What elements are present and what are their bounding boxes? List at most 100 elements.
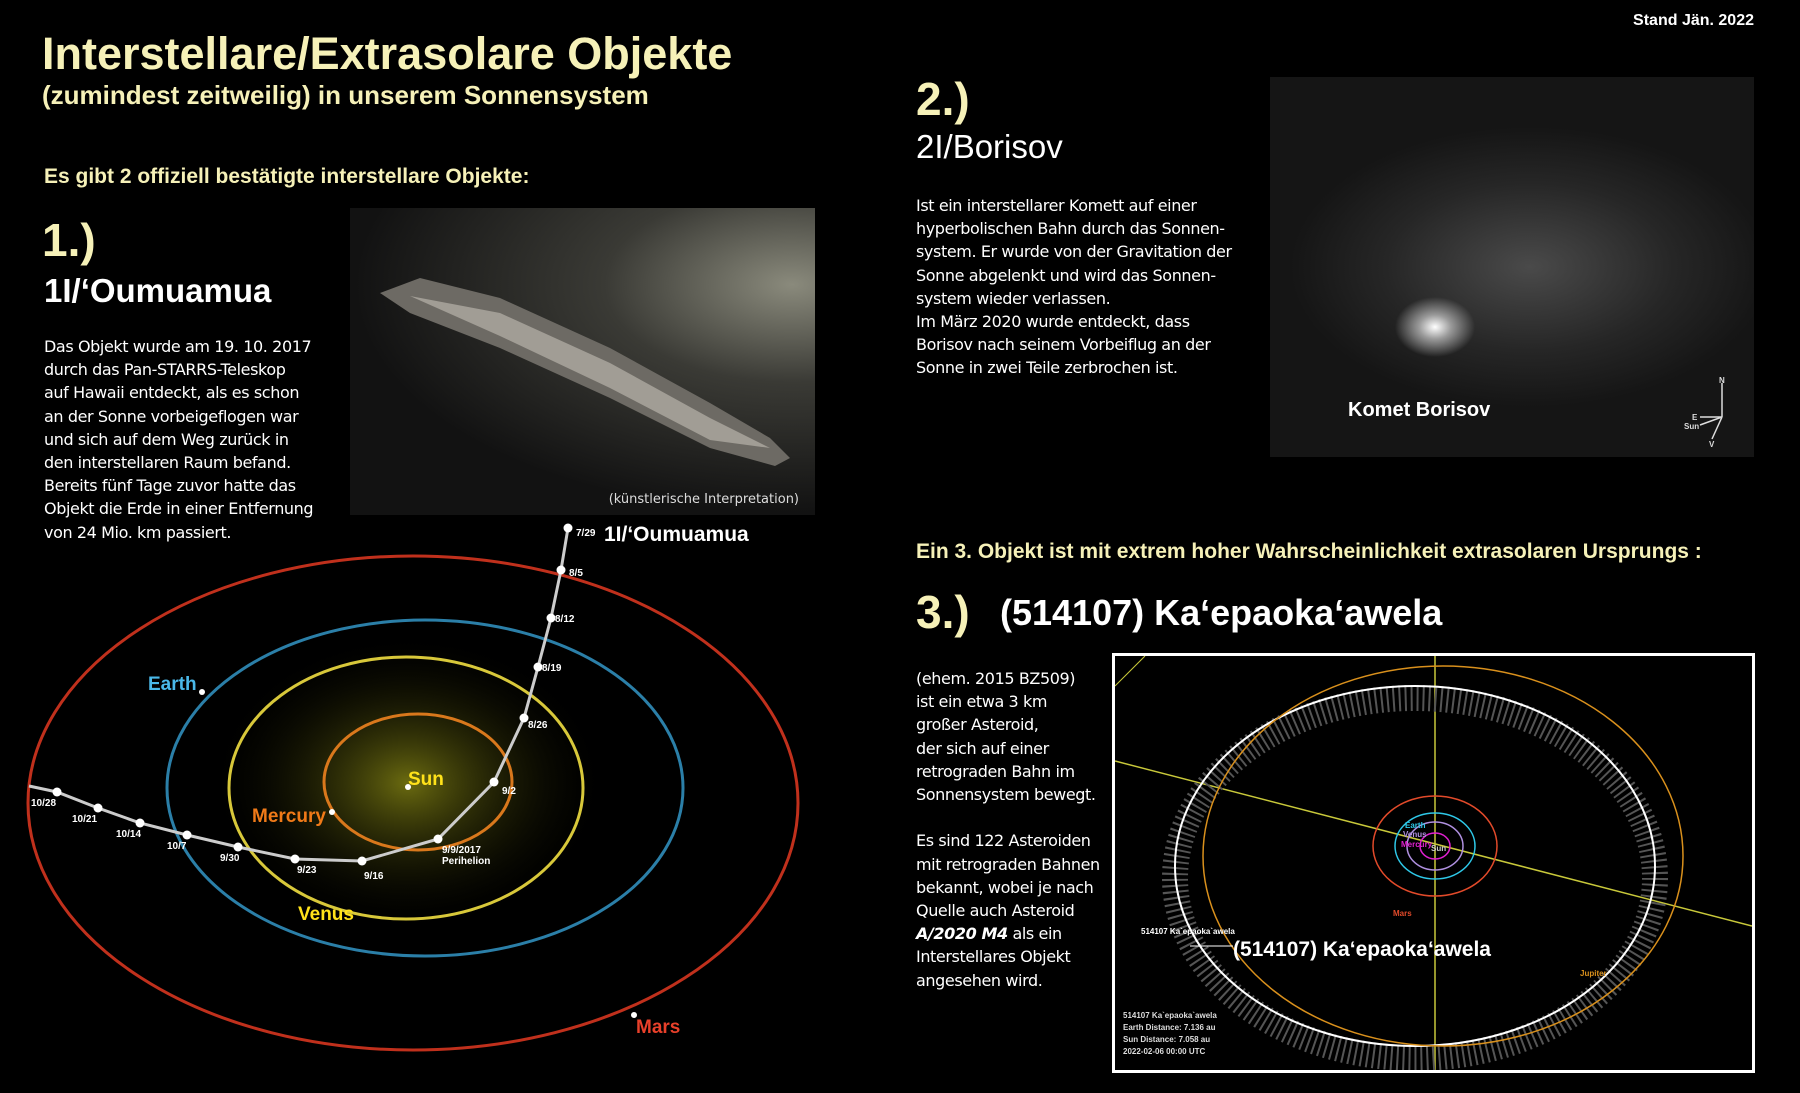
diagram-info-line: Sun Distance: 7.058 au [1123,1035,1210,1044]
borisov-caption: Komet Borisov [1348,399,1491,421]
obj3-text-line: angesehen wird. [916,970,1043,990]
obj1-number: 1.) [42,214,96,266]
date-stamp: Stand Jän. 2022 [1633,12,1754,29]
trajectory-date-label: 8/5 [569,568,583,579]
diagram-earth-label: Earth [1405,821,1426,830]
diagram-object-small-label: 514107 Ka`epaoka`awela [1141,927,1235,936]
obj1-text-line: Das Objekt wurde am 19. 10. 2017 [44,337,312,356]
trajectory-point [533,662,543,672]
obj2-name: 2I/Borisov [916,128,1063,165]
diagram-info-line: 2022-02-06 00:00 UTC [1123,1047,1205,1056]
obj3-text-line: bekannt, wobei je nach [916,877,1094,897]
trajectory-object-label: 1I/‘Oumuamua [604,523,749,546]
obj1-text-line: von 24 Mio. km passiert. [44,522,232,542]
trajectory-point [135,818,145,828]
obj2-text-line: hyperbolischen Bahn durch das Sonnen- [916,219,1225,239]
obj2-text-line: system wieder verlassen. [916,288,1111,308]
page-subtitle: (zumindest zeitweilig) in unserem Sonnen… [42,80,649,110]
trajectory-date-label: 9/23 [297,865,317,876]
venus-orbit [227,655,585,921]
obj3-text-line [916,806,1100,829]
trajectory-point [357,856,367,866]
mars-orbit [26,554,800,1052]
obj2-number: 2.) [916,73,970,125]
obj3-text-line: mit retrograden Bahnen [916,854,1100,874]
obj2-text-line: Im März 2020 wurde entdeckt, dass [916,312,1190,332]
obj1-text-line: auf Hawaii entdeckt, als es schon [44,383,300,403]
obj3-text-line: Es sind 122 Asteroiden [916,831,1091,851]
obj2-text-line: Sonne in zwei Teile zerbrochen ist. [916,358,1178,378]
trajectory-point [563,523,573,533]
oumuamua-image: (künstlerische Interpretation) [350,208,815,515]
obj3-intro: Ein 3. Objekt ist mit extrem hoher Wahrs… [916,540,1702,563]
diagram-mars-label: Mars [1393,909,1412,918]
trajectory-point [182,830,192,840]
venus-label: Venus [298,904,354,925]
trajectory-point [290,854,300,864]
diagram-object-label: (514107) Ka‘epaoka‘awela [1233,938,1491,961]
perihelion-label: Perihelion [442,856,490,867]
obj1-text-line: den interstellaren Raum befand. [44,453,291,473]
trajectory-point [93,803,103,813]
diagram-info-line: Earth Distance: 7.136 au [1123,1023,1216,1032]
trajectory-point [233,842,243,852]
kaepaokaawela-orbit-diagram: Earth Venus Mercury Sun Mars Jupiter 514… [1112,653,1755,1073]
diagram-info-line: 514107 Ka`epaoka`awela [1123,1011,1217,1020]
page-title: Interstellare/Extrasolare Objekte [42,28,733,79]
trajectory-point [489,777,499,787]
trajectory-date-label: 9/2 [502,786,516,797]
sun-dot [405,784,411,790]
obj3-text-line: Quelle auch Asteroid [916,901,1075,921]
obj3-text-line: (ehem. 2015 BZ509) [916,669,1076,688]
obj3-number: 3.) [916,586,970,638]
svg-text:E: E [1692,413,1698,422]
obj3-text-line: der sich auf einer [916,738,1049,758]
trajectory-date-label: 10/28 [31,798,56,809]
obj3-name: (514107) Ka‘epaoka‘awela [1000,592,1443,633]
obj1-text-line: Bereits fünf Tage zuvor hatte das [44,476,296,496]
diagram-venus-label: Venus [1403,830,1427,839]
trajectory-date-label: 8/12 [555,614,575,625]
diagram-mercury-label: Mercury [1401,840,1433,849]
obj3-description: (ehem. 2015 BZ509) ist ein etwa 3 km große… [916,667,1100,992]
trajectory-date-label: 10/14 [116,829,141,840]
trajectory-point [52,787,62,797]
diagram-jupiter-label: Jupiter [1580,969,1607,978]
obj2-description: Ist ein interstellarer Komett auf einer h… [916,194,1232,380]
oumuamua-caption: (künstlerische Interpretation) [608,492,799,507]
obj3-text-line: Sonnensystem bewegt. [916,785,1096,805]
trajectory-date-label: 7/29 [576,528,596,539]
obj3-text-line: großer Asteroid, [916,715,1039,735]
trajectory-date-label: 8/26 [528,720,548,731]
obj2-text-line: Borisov nach seinem Vorbeiflug an der [916,335,1211,355]
obj1-text-line: an der Sonne vorbeigeflogen war [44,406,299,426]
earth-label: Earth [148,674,197,695]
obj1-text-line: Objekt die Erde in einer Entfernung [44,499,314,519]
diagram-sun-label: Sun [1431,844,1446,853]
mercury-label: Mercury [252,806,326,827]
svg-text:V: V [1709,440,1715,447]
obj2-text-line: Sonne abgelenkt und wird das Sonnen- [916,265,1216,285]
trajectory-date-label: 9/16 [364,871,384,882]
obj3-text-line: retrograden Bahn im [916,761,1075,781]
trajectory-date-label: 9/9/2017 [442,845,481,856]
obj3-text-line: ist ein etwa 3 km [916,692,1048,712]
trajectory-date-label: 8/19 [542,663,562,674]
svg-text:Sun: Sun [1684,422,1699,431]
obj1-text-line: und sich auf dem Weg zurück in [44,429,289,449]
obj3-text-line: Interstellares Objekt [916,947,1071,967]
svg-text:N: N [1719,377,1725,385]
mercury-orbit [322,712,514,852]
trajectory-date-label: 10/21 [72,814,97,825]
obj2-text-line: system. Er wurde von der Gravitation der [916,242,1232,262]
trajectory-point [519,713,529,723]
asteroid-illustration [380,278,790,466]
mars-label: Mars [636,1017,680,1038]
obj2-text-line: Ist ein interstellarer Komett auf einer [916,196,1197,215]
trajectory-point [546,613,556,623]
asteroid-a2020m4: A/2020 M4 [916,924,1008,944]
trajectory-date-label: 10/7 [167,841,187,852]
